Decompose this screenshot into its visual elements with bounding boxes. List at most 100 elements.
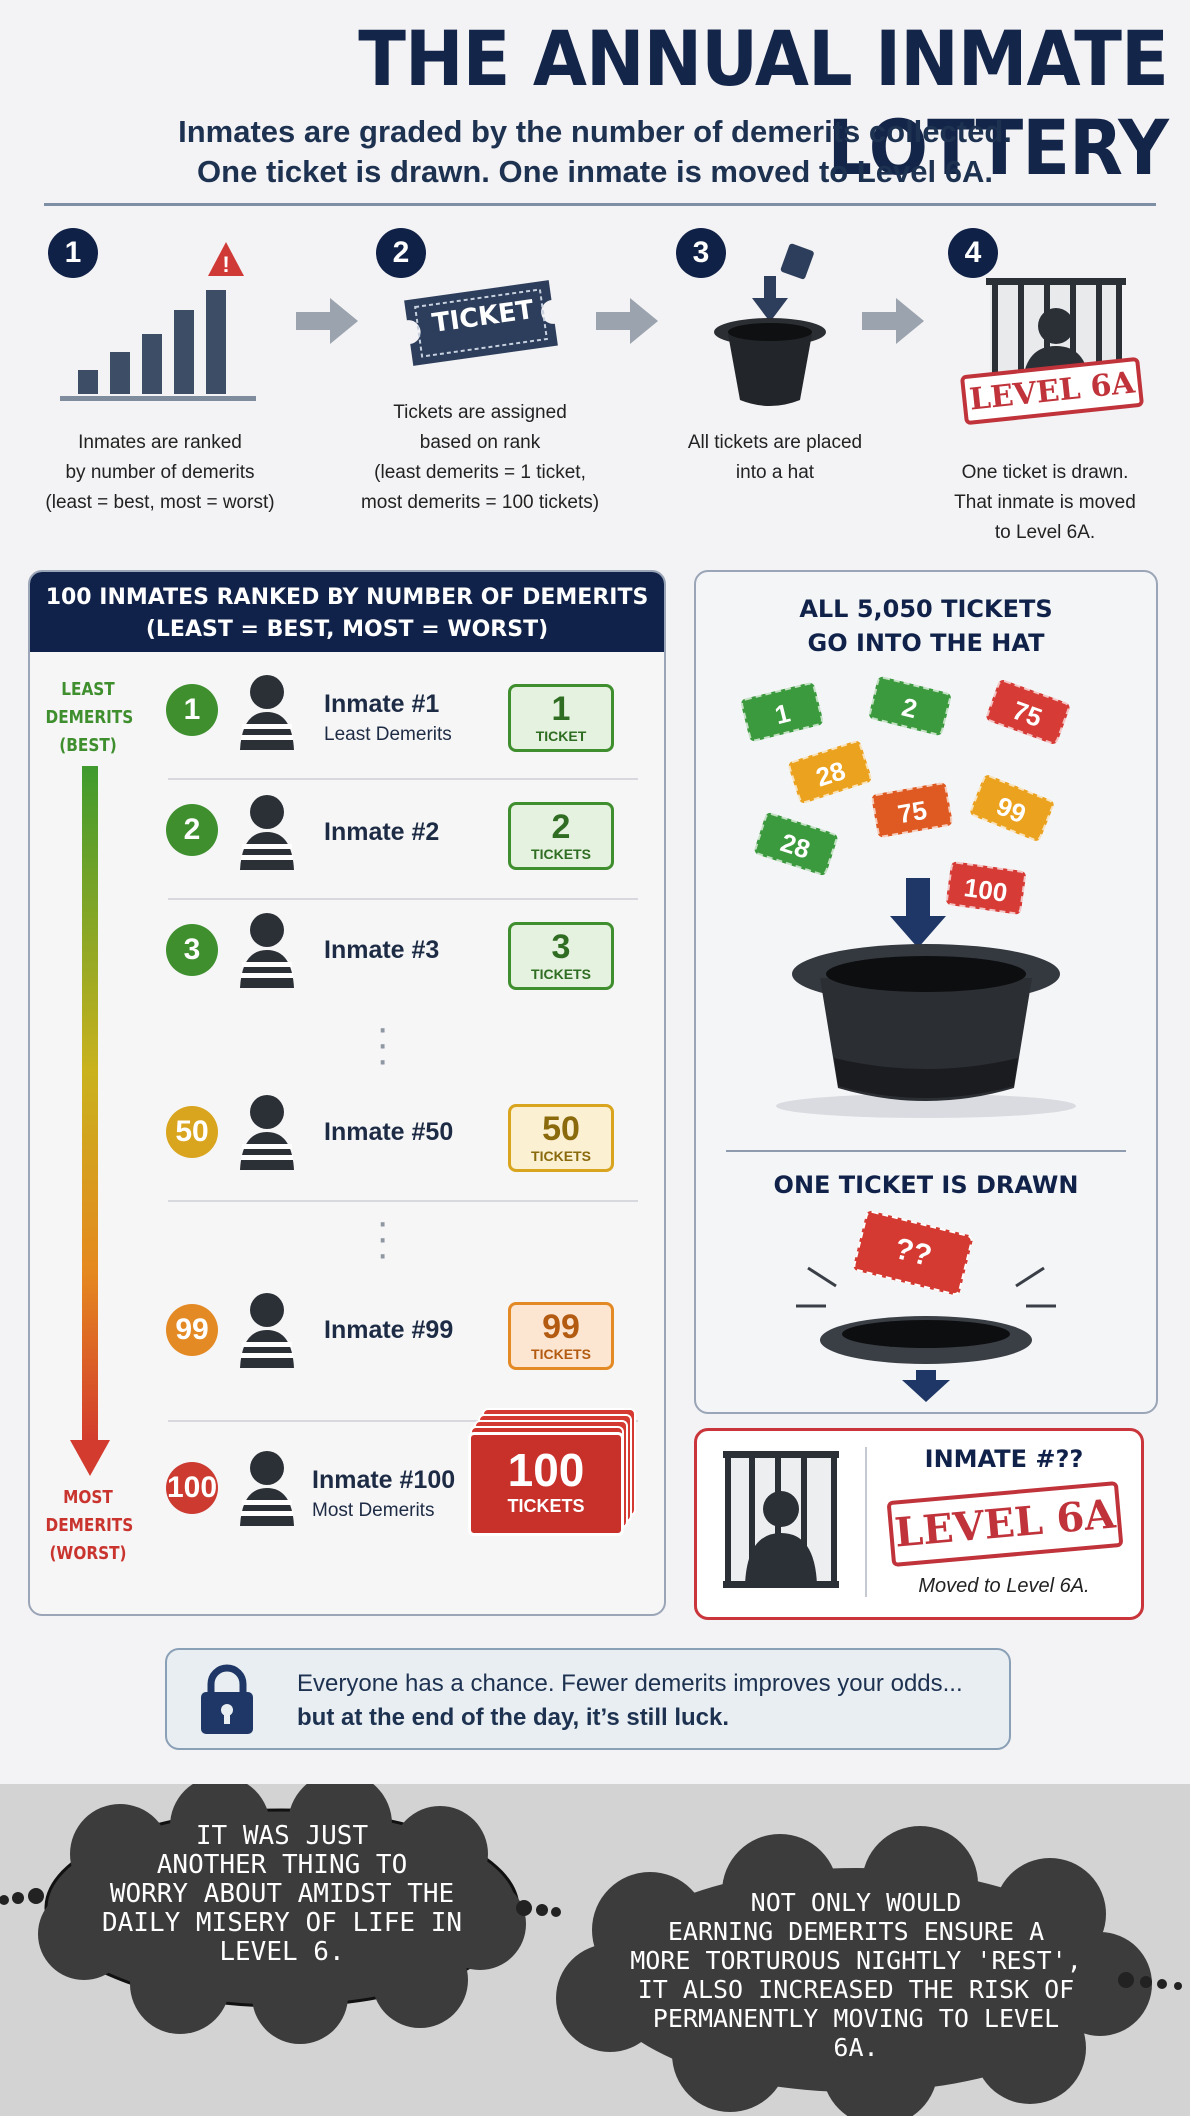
right-bubble-line-5: PERMANENTLY MOVING TO LEVEL	[652, 2004, 1060, 2033]
step-2-number: 2	[376, 228, 426, 278]
flying-ticket: 2	[867, 675, 953, 737]
scale-top-line-2: DEMERITS	[45, 707, 134, 728]
rank-badge: 50	[166, 1106, 218, 1158]
inmate-name: Inmate #3	[324, 936, 440, 964]
inmate-name: Inmate #100	[312, 1466, 456, 1494]
ticket-count-label: TICKETS	[531, 966, 591, 982]
step-3-number: 3	[676, 228, 726, 278]
flying-ticket: 28	[753, 811, 839, 877]
step-2-text: Tickets are assigned based on rank (leas…	[330, 398, 630, 518]
ticket-count-badge: 2 TICKETS	[508, 802, 614, 870]
ticket-count-badge: 100 TICKETS	[468, 1432, 624, 1536]
flying-ticket: 75	[984, 678, 1072, 746]
step-1-line-1: Inmates are ranked	[78, 432, 242, 453]
ticket-count: 50	[542, 1110, 580, 1148]
row-divider	[168, 778, 638, 780]
row-divider	[168, 898, 638, 900]
rank-badge: 1	[166, 684, 218, 736]
ticket-stack: 100 TICKETS	[468, 1408, 638, 1538]
scale-top-label: LEAST DEMERITS (BEST)	[45, 676, 134, 760]
inmate-icon	[240, 913, 294, 988]
flying-ticket: 28	[787, 739, 873, 805]
inmate-subtitle: Most Demerits	[312, 1500, 435, 1521]
ticket-count: 99	[542, 1308, 580, 1346]
top-hat-icon	[776, 878, 1076, 1118]
left-bubble-line-5: LEVEL 6.	[219, 1937, 345, 1967]
inmate-name: Inmate #99	[324, 1316, 454, 1344]
ticket-count-label: TICKETS	[507, 1496, 585, 1516]
ticket-count-label: TICKET	[535, 728, 587, 744]
hat-panel-heading: ALL 5,050 TICKETS GO INTO THE HAT	[696, 592, 1156, 660]
page-title: THE ANNUAL INMATE LOTTERY	[358, 14, 1169, 192]
ticket-count-badge: 99 TICKETS	[508, 1302, 614, 1370]
ticket-count: 100	[507, 1444, 585, 1496]
rank-badge: 2	[166, 804, 218, 856]
inmate-icon	[240, 1293, 294, 1368]
note-line-2: but at the end of the day, it’s still lu…	[297, 1704, 730, 1731]
left-bubble-line-2: ANOTHER THING TO	[156, 1850, 408, 1880]
inmate-icon	[240, 675, 294, 750]
left-bubble-line-3: WORRY ABOUT AMIDST THE	[109, 1879, 455, 1909]
hat-panel: ALL 5,050 TICKETS GO INTO THE HAT 1 2 75…	[694, 570, 1158, 1414]
ranked-heading-line-2: (LEAST = BEST, MOST = WORST)	[145, 617, 549, 642]
step-3-text: All tickets are placed into a hat	[650, 428, 900, 488]
arrow-right-icon	[596, 298, 658, 344]
ranked-panel-heading: 100 INMATES RANKED BY NUMBER OF DEMERITS…	[30, 572, 664, 652]
right-bubble-line-6: 6A.	[833, 2033, 879, 2062]
subtitle-line-1: Inmates are graded by the number of deme…	[178, 114, 1012, 149]
inmate-name: Inmate #50	[324, 1118, 454, 1146]
hat-heading-line-2: GO INTO THE HAT	[807, 629, 1045, 657]
subtitle-line-2: One ticket is drawn. One inmate is moved…	[197, 154, 993, 189]
flying-ticket: 1	[739, 681, 825, 743]
ticket-count-label: TICKETS	[531, 1346, 591, 1362]
result-divider	[865, 1447, 867, 1597]
right-bubble-line-1: NOT ONLY WOULD	[750, 1888, 962, 1917]
result-title: INMATE #??	[924, 1445, 1084, 1473]
row-divider	[168, 1200, 638, 1202]
ticket-icon	[404, 280, 558, 366]
right-bubble-line-2: EARNING DEMERITS ENSURE A	[667, 1917, 1045, 1946]
flying-ticket: 75	[870, 781, 954, 839]
inmate-icon	[240, 1095, 294, 1170]
step-1-text: Inmates are ranked by number of demerits…	[30, 428, 290, 518]
svg-text:!: !	[222, 252, 229, 277]
ticket-count: 3	[551, 928, 571, 966]
hat-heading-line-1: ALL 5,050 TICKETS	[799, 595, 1053, 623]
row-divider	[168, 1420, 638, 1422]
rank-badge: 99	[166, 1304, 218, 1356]
step-1-number: 1	[48, 228, 98, 278]
arrow-right-icon	[296, 298, 358, 344]
header-divider	[44, 203, 1156, 206]
hat-icon	[714, 243, 826, 406]
bar-chart-icon: !	[60, 242, 256, 401]
right-bubble-line-3: MORE TORTUROUS NIGHTLY 'REST',	[630, 1946, 1082, 1975]
step-1-line-2: by number of demerits	[65, 462, 255, 483]
ellipsis-dots: ···	[376, 1200, 390, 1276]
scale-bottom-label: MOST DEMERITS (WORST)	[45, 1484, 134, 1568]
step-3-line-2: into a hat	[735, 462, 815, 483]
inmate-icon	[240, 1451, 294, 1526]
jail-cell-icon	[723, 1451, 839, 1588]
result-panel: INMATE #?? LEVEL 6A Moved to Level 6A.	[694, 1428, 1144, 1620]
ticket-count: 1	[551, 690, 571, 728]
right-bubble-text: NOT ONLY WOULD EARNING DEMERITS ENSURE A…	[566, 1888, 1146, 2062]
scale-bottom-line-1: MOST	[63, 1487, 113, 1508]
level-6a-stamp: LEVEL 6A	[886, 1481, 1124, 1567]
drawn-hat-icon	[796, 1266, 1056, 1402]
note-line-1: Everyone has a chance. Fewer demerits im…	[297, 1670, 963, 1697]
lock-icon	[201, 1664, 253, 1734]
scale-bottom-line-3: (WORST)	[49, 1543, 127, 1564]
step-2-line-1: Tickets are assigned	[393, 402, 567, 423]
panel-divider	[726, 1150, 1126, 1152]
scale-top-line-1: LEAST	[61, 679, 115, 700]
scale-bottom-line-2: DEMERITS	[45, 1515, 134, 1536]
comic-caption-strip: IT WAS JUST ANOTHER THING TO WORRY ABOUT…	[0, 1784, 1190, 2116]
step-1-line-3: (least = best, most = worst)	[45, 492, 275, 513]
scale-top-line-3: (BEST)	[59, 735, 117, 756]
ticket-count-label: TICKETS	[531, 1148, 591, 1164]
rank-badge: 3	[166, 924, 218, 976]
luck-note: Everyone has a chance. Fewer demerits im…	[165, 1648, 1011, 1750]
ranked-inmates-panel: 100 INMATES RANKED BY NUMBER OF DEMERITS…	[28, 570, 666, 1616]
ranked-heading-line-1: 100 INMATES RANKED BY NUMBER OF DEMERITS	[45, 585, 649, 610]
inmate-name: Inmate #1	[324, 690, 440, 718]
